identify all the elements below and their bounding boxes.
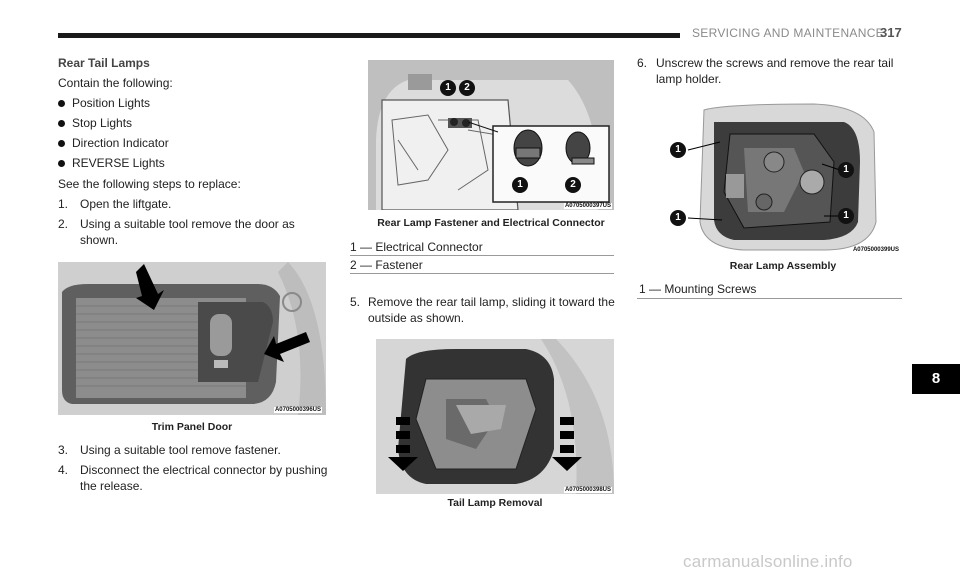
callout-marker: 2 [565,177,581,193]
callout-marker: 1 [838,208,854,224]
step-4: 4. Disconnect the electrical connector b… [58,463,338,495]
step-text: shown. [80,233,119,247]
bullet-item: Stop Lights [57,116,133,130]
steps-intro: See the following steps to replace: [58,177,241,191]
step-text: Using a suitable tool remove fastener. [80,443,281,457]
step-text: lamp holder. [656,72,722,86]
callout-marker: 2 [459,80,475,96]
rear-lamp-assembly-illustration [687,103,877,251]
bullet-item: Direction Indicator [58,136,169,150]
legend-item: 1 — Mounting Screws [639,282,757,296]
figure-caption: Tail Lamp Removal [447,497,543,509]
step-number: 3. [58,443,69,457]
intro-text: Contain the following: [58,76,173,90]
rear-lamp-assembly-figure: 1 1 1 1 A0705000399US [664,102,902,254]
step-number: 6. [637,56,648,70]
figure-code: A0705000397US [563,203,612,209]
trim-panel-door-illustration [58,262,326,415]
section-heading: Rear Tail Lamps [58,56,150,70]
step-text: Open the liftgate. [80,197,172,211]
watermark: carmanualsonline.info [683,552,853,571]
bullet-item: REVERSE Lights [58,156,165,170]
page-number: 317 [880,25,902,40]
step-number: 5. [350,295,361,309]
legend-item: 1 — Electrical Connector [350,240,483,254]
step-number: 1. [58,197,69,211]
figure-caption: Trim Panel Door [151,421,233,433]
step-5: 5. Remove the rear tail lamp, sliding it… [350,295,620,327]
section-title: SERVICING AND MAINTENANCE [692,26,884,40]
trim-panel-door-figure: A0705000396US [58,262,326,415]
step-number: 2. [58,217,69,231]
bullet-item: Position Lights [57,96,151,110]
callout-marker: 1 [440,80,456,96]
legend-item: 2 — Fastener [350,258,423,272]
legend-divider [637,298,902,299]
tail-lamp-removal-figure: A0705000398US [376,339,614,494]
step-6: 6. Unscrew the screws and remove the rea… [637,56,907,88]
figure-caption: Rear Lamp Fastener and Electrical Connec… [377,217,605,229]
step-text: Using a suitable tool remove the door as [80,217,295,231]
step-text: Remove the rear tail lamp, sliding it to… [368,295,615,309]
figure-code: A0705000399US [851,247,900,253]
step-text: outside as shown. [368,311,465,325]
step-text: Unscrew the screws and remove the rear t… [656,56,894,70]
step-number: 4. [58,463,69,477]
callout-marker: 1 [838,162,854,178]
callout-marker: 1 [512,177,528,193]
legend-divider [350,273,614,274]
callout-marker: 1 [670,210,686,226]
header-rule [58,33,680,38]
step-2: 2. Using a suitable tool remove the door… [58,217,338,249]
step-text: Disconnect the electrical connector by p… [80,463,328,477]
step-text: the release. [80,479,143,493]
figure-caption: Rear Lamp Assembly [729,260,837,272]
figure-code: A0705000398US [563,487,612,493]
legend-divider [350,255,614,256]
chapter-tab[interactable]: 8 [912,364,960,394]
figure-code: A0705000396US [273,407,322,413]
fastener-connector-figure: 1 2 1 2 A0705000397US [368,60,614,210]
callout-marker: 1 [670,142,686,158]
tail-lamp-removal-illustration [376,339,614,494]
